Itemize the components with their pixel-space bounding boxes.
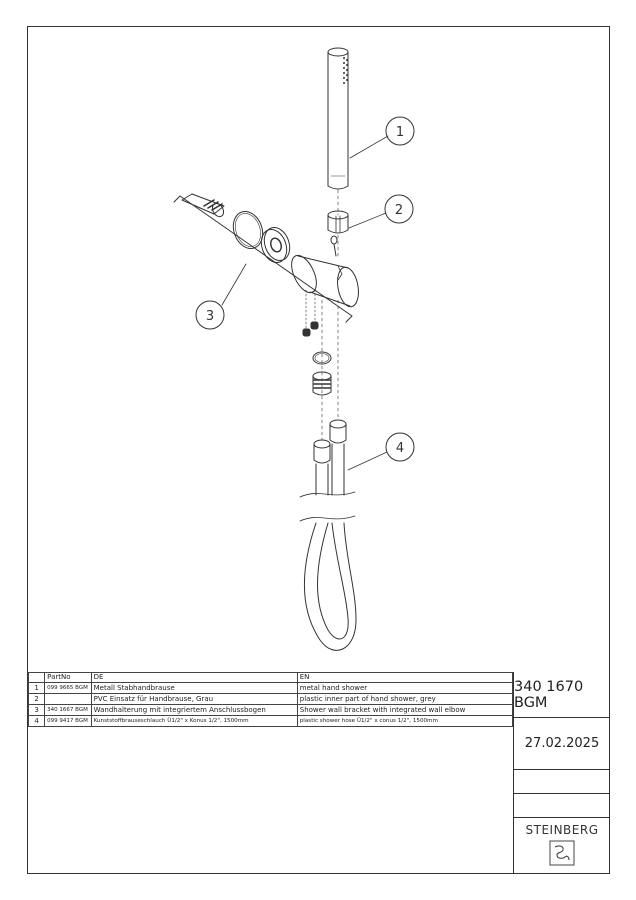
row-no: 2 <box>27 693 46 705</box>
parts-list-table: PartNo DE EN 1 099 9665 BGM Metall Stabh… <box>27 672 514 727</box>
table-row: 4 099 9417 BGM Kunststoffbrauseschlauch … <box>27 715 514 727</box>
steinberg-logo-icon <box>549 840 575 865</box>
callout-1-label: 1 <box>396 125 404 140</box>
table-header-row: PartNo DE EN <box>27 672 514 683</box>
cone-nut <box>312 371 332 396</box>
table-row: 3 340 1667 BGM Wandhalterung mit integri… <box>27 704 514 716</box>
exploded-view-drawing: 1 2 3 4 <box>173 47 415 651</box>
row-partno: 099 9665 BGM <box>44 682 92 694</box>
row-partno: 340 1667 BGM <box>44 704 92 716</box>
callout-leaders <box>221 135 389 471</box>
callout-2: 2 <box>384 194 414 224</box>
table-row: 1 099 9665 BGM Metall Stabhandbrause met… <box>27 682 514 694</box>
row-partno: 099 9417 BGM <box>44 715 92 727</box>
callout-3-label: 3 <box>206 309 214 324</box>
row-no: 1 <box>27 682 46 694</box>
shower-hose-part <box>299 419 357 651</box>
callout-2-label: 2 <box>395 203 403 218</box>
center-axis <box>305 189 339 441</box>
header-en: EN <box>296 672 514 683</box>
blank-notes-area <box>28 724 513 874</box>
callout-4-label: 4 <box>396 441 404 456</box>
row-en: plastic inner part of hand shower, grey <box>296 693 514 705</box>
row-no: 3 <box>27 704 46 716</box>
title-block-blank-cell <box>514 794 610 818</box>
row-en: Shower wall bracket with integrated wall… <box>296 704 514 716</box>
row-en: plastic shower hose Ü1/2" x conus 1/2", … <box>296 715 514 727</box>
title-block-blank-cell <box>514 770 610 794</box>
inner-insert-part <box>327 210 349 234</box>
row-de: Wandhalterung mit integriertem Anschluss… <box>90 704 298 716</box>
row-en: metal hand shower <box>296 682 514 694</box>
brand-cell: STEINBERG <box>514 818 610 874</box>
row-de: PVC Einsatz für Handbrause, Grau <box>90 693 298 705</box>
row-de: Metall Stabhandbrause <box>90 682 298 694</box>
drawing-date: 27.02.2025 <box>514 718 610 770</box>
wall-bracket-part <box>173 193 359 337</box>
article-number: 340 1670 BGM <box>514 672 610 718</box>
header-de: DE <box>90 672 298 683</box>
row-partno <box>44 693 92 705</box>
header-no <box>27 672 46 683</box>
small-o-ring <box>312 351 332 365</box>
row-de: Kunststoffbrauseschlauch Ü1/2" x Konus 1… <box>90 715 298 727</box>
spray-nozzles <box>343 57 348 84</box>
title-block: 340 1670 BGM 27.02.2025 STEINBERG <box>513 672 610 874</box>
callout-4: 4 <box>385 432 415 462</box>
drawing-sheet-border <box>27 26 610 874</box>
brand-name: STEINBERG <box>525 822 599 837</box>
callout-3: 3 <box>195 300 225 330</box>
header-partno: PartNo <box>44 672 92 683</box>
hand-shower-part <box>327 47 349 190</box>
callout-1: 1 <box>385 116 415 146</box>
set-screws <box>302 321 319 337</box>
table-row: 2 PVC Einsatz für Handbrause, Grau plast… <box>27 693 514 705</box>
